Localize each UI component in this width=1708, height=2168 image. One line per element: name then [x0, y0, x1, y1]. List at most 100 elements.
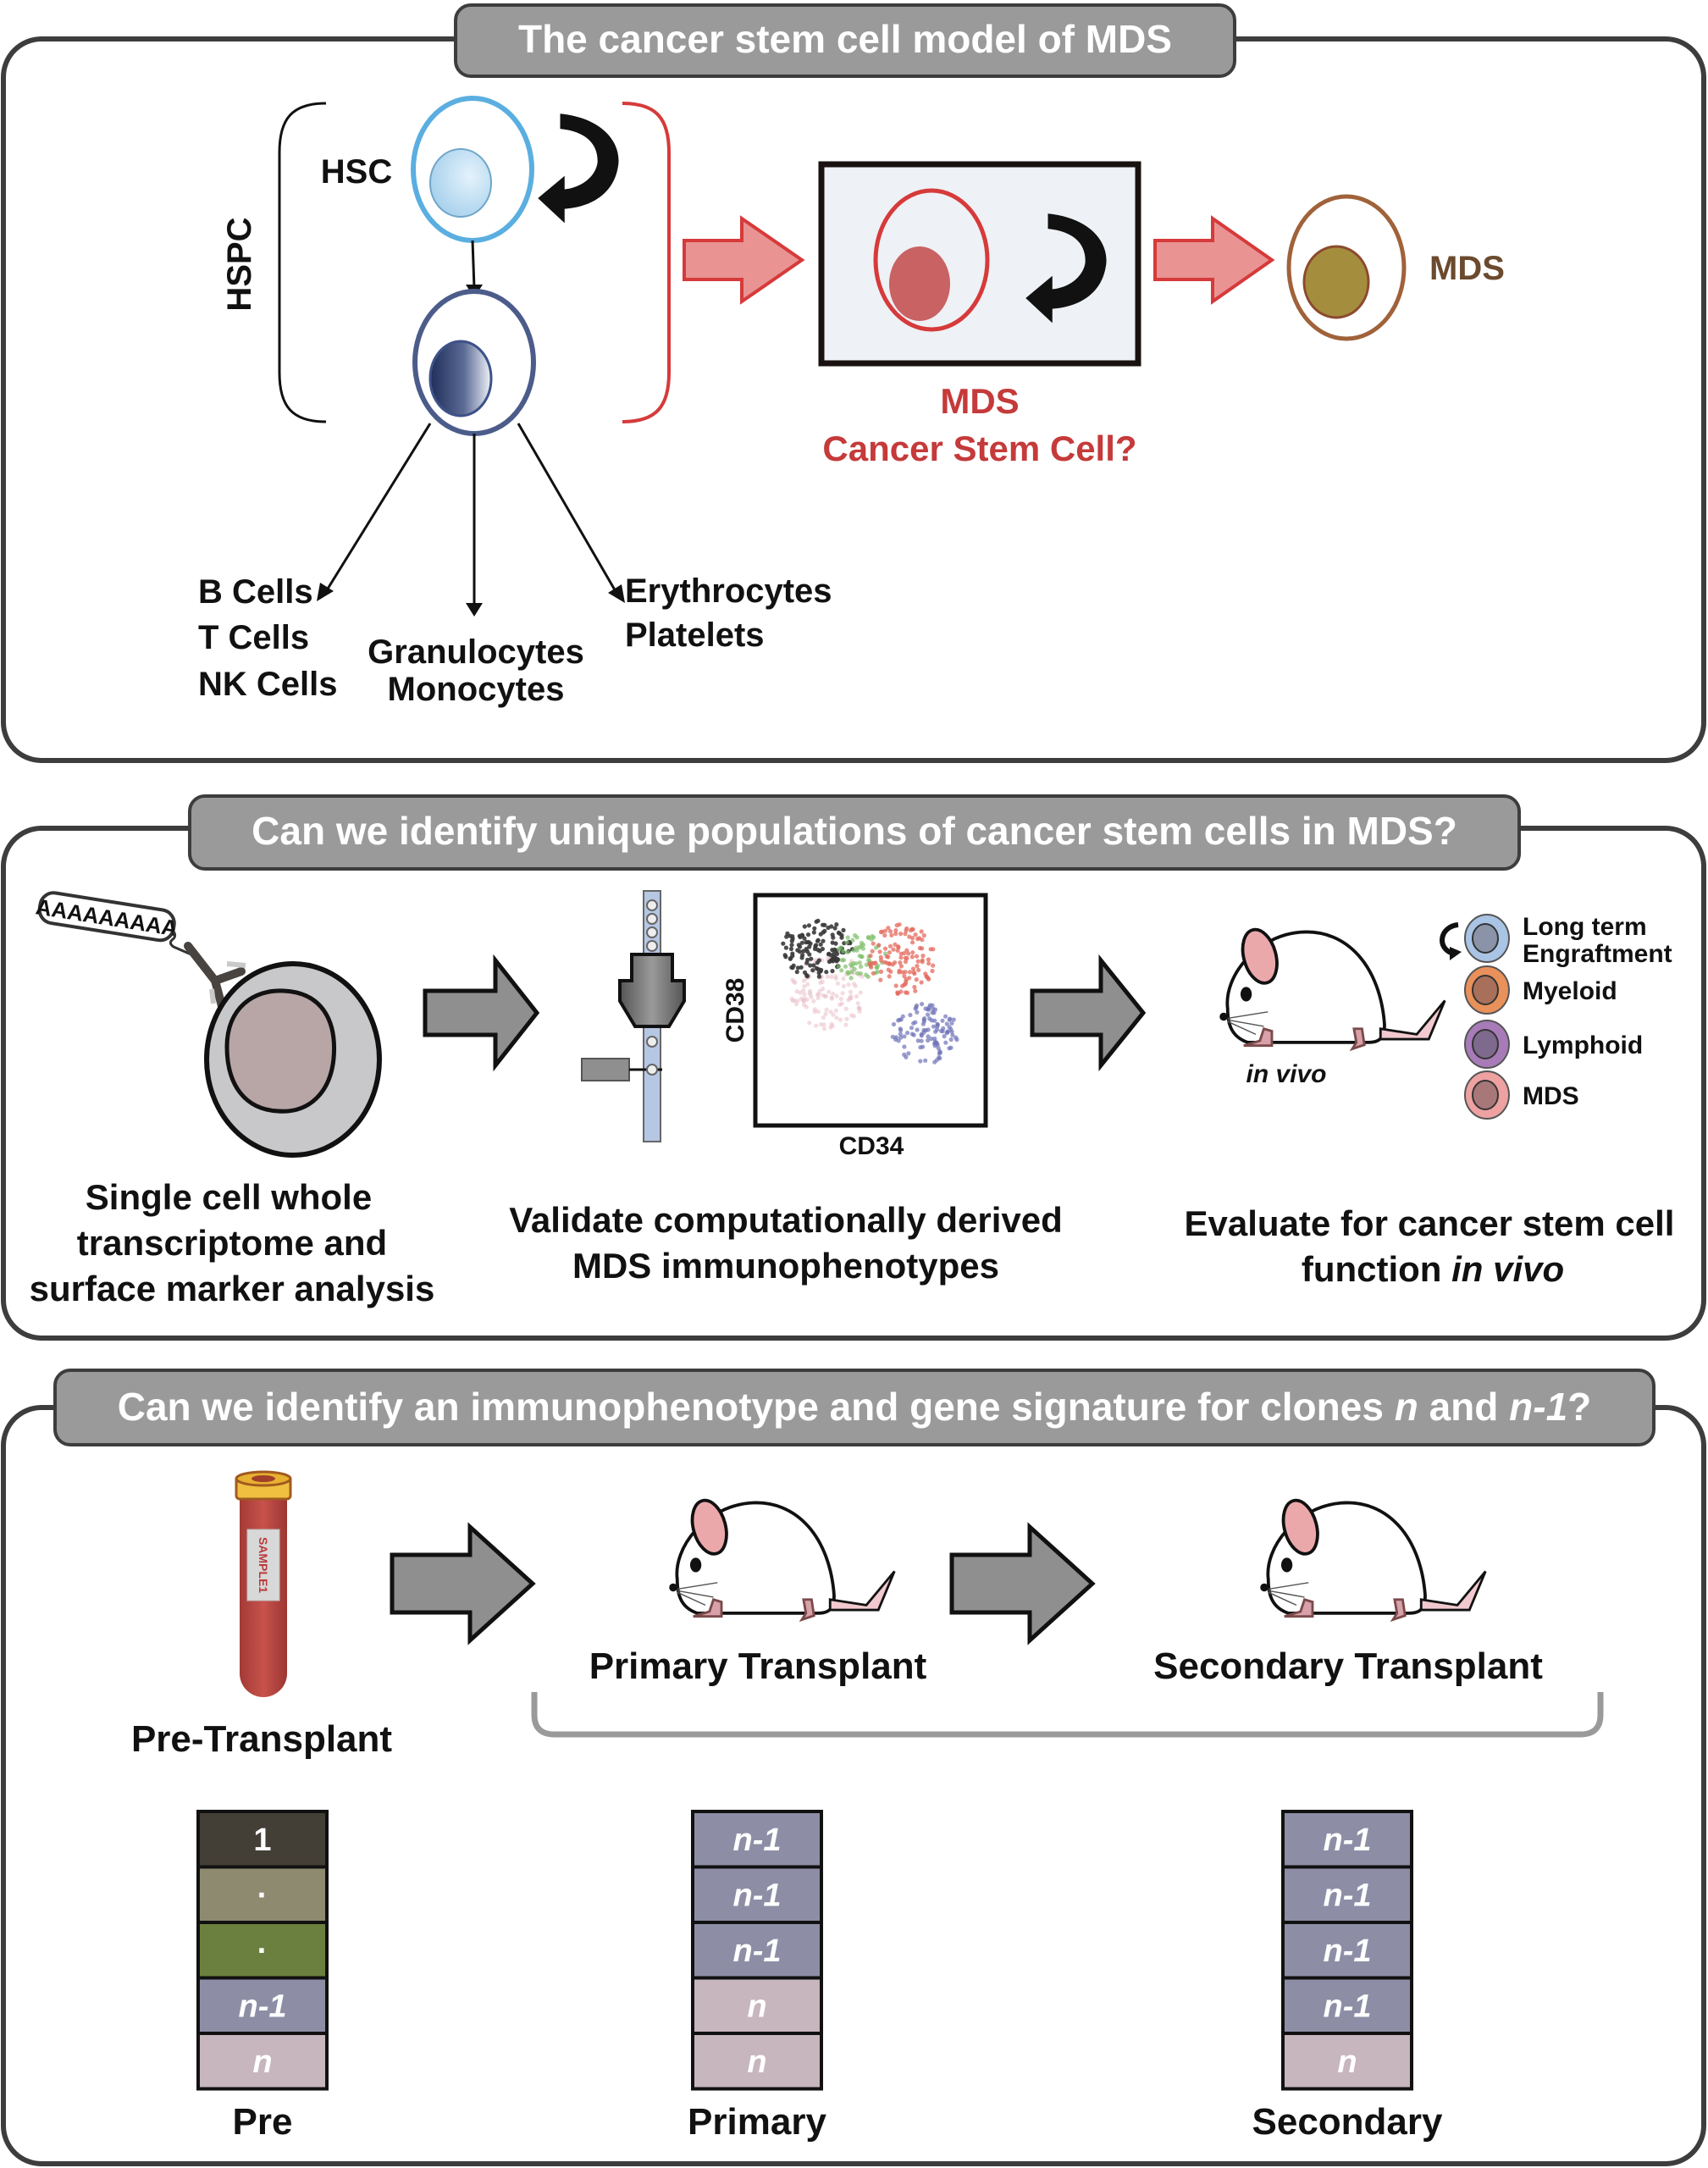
scatter-point — [871, 935, 876, 940]
scatter-point — [904, 928, 909, 933]
title-pill — [454, 3, 1236, 78]
scatter-point — [929, 1037, 934, 1042]
scatter-point — [804, 1004, 809, 1009]
clone-label: n-1 — [1324, 1933, 1372, 1969]
scatter-point — [818, 942, 823, 947]
scatter-plot: CD38 CD34 — [721, 893, 988, 1160]
scatter-point — [788, 946, 794, 952]
scatter-point — [817, 988, 822, 993]
hspc-label: HSPC — [221, 217, 258, 311]
scatter-point — [920, 1044, 926, 1049]
clone-label: · — [257, 1878, 268, 1913]
scatter-point — [851, 1014, 857, 1019]
scatter-point — [799, 996, 804, 1001]
scatter-point — [841, 976, 846, 982]
arrowhead — [1450, 947, 1462, 960]
scatter-point — [804, 974, 810, 979]
scatter-point — [900, 1014, 905, 1019]
scatter-point — [943, 1014, 948, 1019]
scatter-point — [926, 1034, 931, 1039]
scatter-point — [821, 987, 826, 992]
lineage-arrow-lymphoid — [323, 423, 432, 594]
scatter-point — [814, 965, 820, 971]
scatter-point — [949, 1029, 954, 1034]
scatter-point — [910, 936, 915, 941]
hspc-bracket-right — [622, 102, 671, 423]
scatter-point — [821, 993, 826, 998]
cluster-red — [867, 922, 936, 996]
scatter-point — [783, 945, 789, 950]
scatter-point — [909, 1026, 915, 1031]
scatter-point — [930, 1010, 935, 1015]
scatter-point — [898, 1035, 904, 1040]
scatter-point — [795, 998, 800, 1004]
scatter-point — [816, 974, 822, 979]
legend-nucleus — [1472, 975, 1499, 1005]
scatter-point — [887, 929, 893, 934]
scatter-point — [895, 991, 900, 996]
scatter-point — [898, 1031, 903, 1037]
scatter-point — [900, 970, 905, 975]
scatter-point — [921, 1027, 926, 1033]
scatter-point — [897, 970, 902, 975]
legend-label: Lymphoid — [1523, 1031, 1643, 1059]
scatter-point — [841, 927, 846, 932]
scatter-point — [833, 941, 838, 946]
scatter-point — [789, 943, 794, 948]
scatter-point — [843, 1006, 848, 1011]
scatter-point — [824, 970, 829, 975]
step3-caption-prefix: function — [1302, 1249, 1451, 1289]
cell-nucleus — [224, 988, 337, 1114]
section-cancer-stem-cell-model: The cancer stem cell model of MDS HSPC H… — [1, 3, 1706, 763]
scatter-point — [829, 1021, 834, 1026]
scatter-point — [804, 960, 810, 965]
scatter-point — [854, 961, 859, 966]
scatter-point — [891, 1021, 897, 1027]
scatter-point — [811, 998, 816, 1004]
scatter-point — [953, 1035, 959, 1040]
scatter-point — [886, 926, 891, 931]
plot-frame — [753, 893, 988, 1128]
scatter-point — [887, 974, 892, 979]
legend-label: MDS — [1523, 1082, 1579, 1110]
scatter-point — [835, 981, 841, 986]
scatter-point — [898, 960, 903, 965]
scatter-point — [821, 922, 826, 927]
scatter-point — [932, 1059, 937, 1065]
scatter-point — [912, 984, 917, 990]
scatter-point — [814, 919, 819, 924]
scatter-point — [870, 948, 875, 954]
lineage-nk-cells: NK Cells — [198, 666, 338, 703]
scatter-point — [855, 1001, 860, 1006]
clone-cell — [1281, 1810, 1413, 1869]
scatter-point — [850, 937, 855, 943]
scatter-point — [915, 1027, 920, 1032]
scatter-point — [927, 1003, 932, 1008]
clone-label: n-1 — [733, 1878, 782, 1913]
scatter-point — [816, 993, 821, 998]
scatter-point — [858, 971, 863, 976]
clone-cell — [196, 2032, 329, 2091]
scatter-point — [904, 956, 909, 961]
scatter-point — [805, 939, 810, 945]
scatter-point — [940, 1018, 945, 1023]
scatter-point — [914, 1003, 920, 1008]
clone-cell — [196, 1976, 329, 2035]
lineage-platelets: Platelets — [625, 617, 765, 654]
title-n: n — [1395, 1385, 1418, 1429]
scatter-point — [896, 1038, 901, 1043]
transplant-bracket — [531, 1692, 1604, 1738]
scatter-point — [919, 980, 924, 985]
scatter-point — [900, 983, 905, 988]
clone-label: 1 — [253, 1822, 271, 1858]
scatter-point — [911, 1032, 916, 1037]
scatter-point — [945, 1030, 950, 1035]
title-suffix: ? — [1567, 1385, 1591, 1429]
scatter-point — [789, 996, 794, 1001]
scatter-point — [839, 968, 844, 973]
scatter-point — [837, 1017, 843, 1022]
scatter-point — [898, 989, 904, 994]
scatter-point — [811, 930, 816, 935]
